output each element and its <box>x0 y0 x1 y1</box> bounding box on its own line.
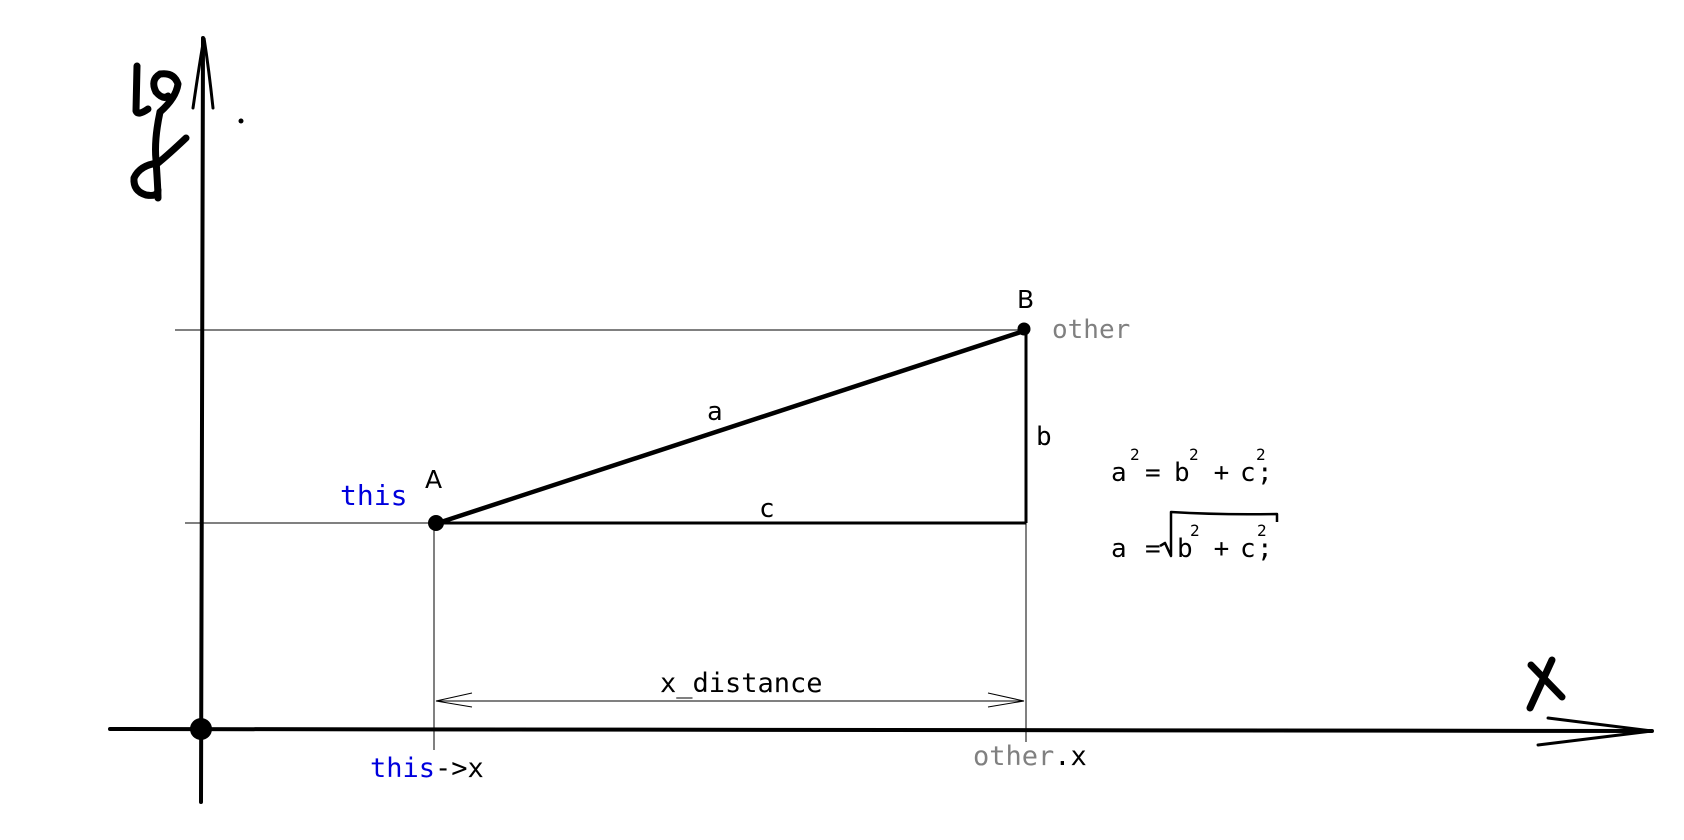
formula2-exp-b: 2 <box>1190 521 1200 540</box>
formula2-a: a <box>1111 534 1127 564</box>
formula-square-root: a = b 2 + c 2 ; <box>1111 510 1279 564</box>
side-b-label: b <box>1036 422 1052 452</box>
formula1-exp-c: 2 <box>1256 445 1266 464</box>
point-a-label: A <box>425 465 442 494</box>
formula1-a: a <box>1111 458 1127 488</box>
x-axis <box>108 716 1654 747</box>
this-x-object: this <box>370 753 435 784</box>
formula1-plus: + <box>1198 458 1245 488</box>
formula1-exp-b: 2 <box>1189 445 1199 464</box>
side-a-label: a <box>707 397 723 427</box>
side-a-line <box>437 328 1025 526</box>
other-x-member: .x <box>1054 741 1087 772</box>
side-c-label: c <box>759 494 775 524</box>
formula2-exp-c: 2 <box>1257 521 1267 540</box>
x-axis-letter <box>1526 656 1566 712</box>
formula2-eq: = <box>1145 534 1161 564</box>
other-x-tick-label: other.x <box>973 741 1087 772</box>
formula1-exp-a: 2 <box>1130 445 1140 464</box>
point-b <box>1017 322 1031 336</box>
formula1-c: c <box>1240 458 1256 488</box>
formula2-b: b <box>1177 534 1193 564</box>
formula1-eq: = <box>1145 458 1161 488</box>
this-x-member: ->x <box>435 753 484 784</box>
square-root-sign <box>1159 510 1279 558</box>
point-a <box>428 515 444 531</box>
other-x-object: other <box>973 741 1054 772</box>
this-x-tick-label: this->x <box>370 753 484 784</box>
other-label: other <box>1052 315 1130 345</box>
x-distance-label: x_distance <box>660 668 823 699</box>
formula-pythagoras: a 2 = b 2 + c 2 ; <box>1111 445 1273 488</box>
y-axis-letter <box>130 62 190 202</box>
formula2-end: ; <box>1257 534 1273 564</box>
formula1-b: b <box>1174 458 1190 488</box>
origin-point <box>190 718 212 740</box>
y-axis <box>191 36 215 804</box>
formula1-end: ; <box>1257 458 1273 488</box>
this-label: this <box>340 479 407 512</box>
formula2-c: c <box>1240 534 1256 564</box>
point-b-label: B <box>1017 285 1034 314</box>
formula2-plus: + <box>1198 534 1245 564</box>
stray-dot <box>238 118 244 124</box>
x-distance-dimension <box>435 692 1025 708</box>
